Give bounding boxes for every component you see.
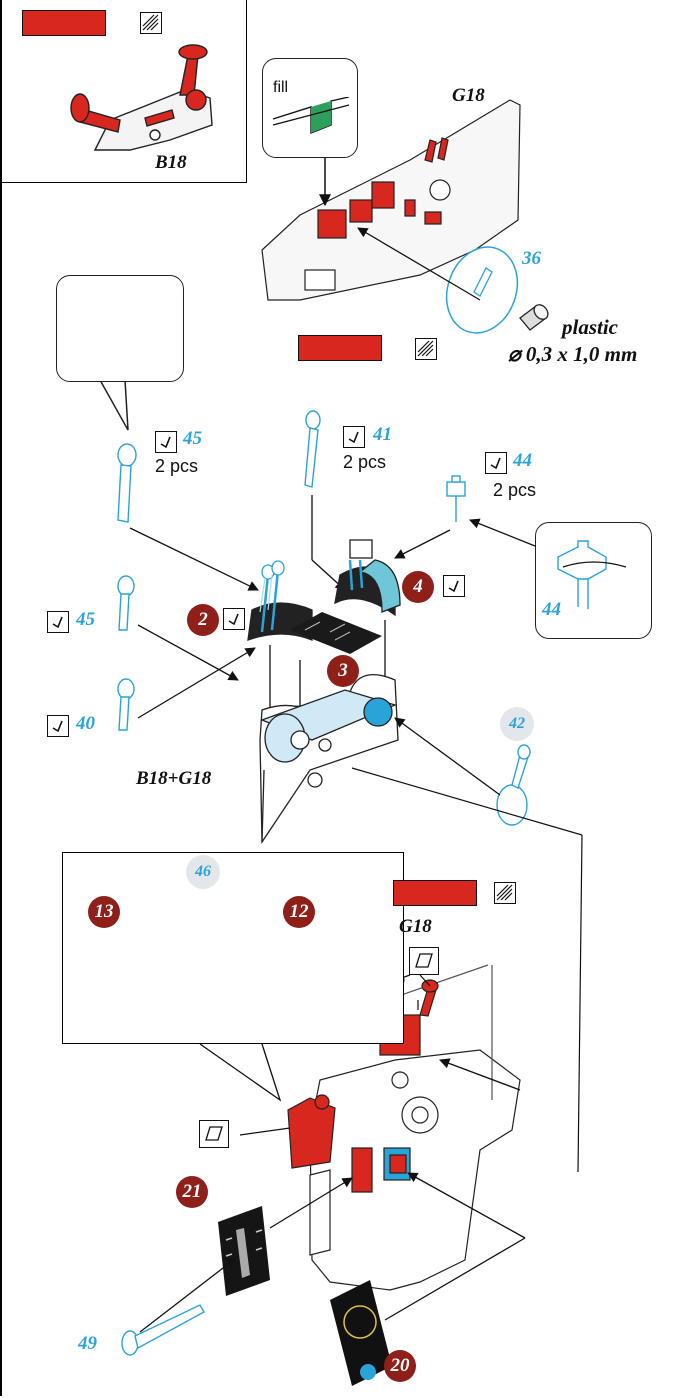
red-box-part <box>287 1094 336 1169</box>
decal-3-badge: 3 <box>327 655 359 687</box>
decal-callout-box <box>62 852 404 1044</box>
plastic-label: plastic <box>562 315 618 339</box>
decal-3-plate <box>290 612 382 654</box>
lever-44 <box>446 475 466 522</box>
part-45-side-label: 45 <box>76 609 95 630</box>
decal-21-plate <box>218 1206 270 1296</box>
part-44-detail-bubble: 44 <box>535 522 652 639</box>
lever-41 <box>304 410 321 488</box>
lever-detail-bubble <box>56 275 184 382</box>
part-49-knob <box>121 1304 205 1356</box>
lever-45-top <box>117 443 137 523</box>
lever-40 <box>117 678 135 731</box>
hatch-brush-icon <box>140 12 162 34</box>
part-44-sketch <box>557 540 627 609</box>
b18-g18-base <box>259 674 399 845</box>
part-42-badge: 42 <box>500 707 534 741</box>
decal-21-badge: 21 <box>176 1176 208 1208</box>
throttle-quadrant-4 <box>334 539 401 617</box>
glue-check-icon <box>47 611 69 633</box>
inset-panel-b18 <box>0 0 247 183</box>
glue-check-icon <box>343 426 365 448</box>
fill-callout-bubble: fill <box>262 58 358 158</box>
g18-top-label: G18 <box>452 85 485 106</box>
part-36-dial <box>357 227 519 334</box>
g18-panel-part <box>261 99 521 301</box>
fill-label: fill <box>273 79 289 96</box>
qty-44-label: 2 pcs <box>493 480 537 500</box>
glue-check-icon <box>47 715 69 737</box>
decal-4-badge: 4 <box>402 571 434 603</box>
hatch-brush-icon <box>415 338 437 360</box>
decal-20-gauge <box>330 1280 392 1386</box>
glue-check-icon <box>485 452 507 474</box>
part-40-label: 40 <box>76 713 95 734</box>
part-36-label: 36 <box>522 248 541 269</box>
decal-13-badge: 13 <box>88 896 120 928</box>
b18-label: B18 <box>155 152 187 173</box>
qty-41-label: 2 pcs <box>343 452 387 472</box>
lever-45-side <box>117 575 135 631</box>
part-44-label: 44 <box>513 450 532 471</box>
glue-check-icon <box>443 575 465 597</box>
b18-lever-part <box>70 44 213 151</box>
paint-swatch-icon <box>393 880 477 906</box>
b18-g18-label: B18+G18 <box>136 768 212 789</box>
part-46-badge: 46 <box>186 855 220 889</box>
part-42-lever <box>496 744 531 826</box>
fill-gap-icon <box>272 97 350 135</box>
rod-dimension-label: ⌀ 0,3 x 1,0 mm <box>508 342 638 366</box>
paint-swatch-icon <box>22 10 106 36</box>
paint-swatch-icon <box>298 335 382 361</box>
glue-check-icon <box>223 608 245 630</box>
g18-lower-label: G18 <box>399 916 432 937</box>
hatch-brush-icon <box>494 882 516 904</box>
decal-20-badge: 20 <box>384 1350 416 1382</box>
decal-12-badge: 12 <box>283 896 315 928</box>
cut-parallelogram-icon <box>199 1120 229 1148</box>
glue-check-icon <box>155 431 177 453</box>
qty-45-label: 2 pcs <box>155 456 199 476</box>
part-49-label: 49 <box>78 1333 97 1354</box>
part-44-callout-label: 44 <box>542 599 561 620</box>
part-41-label: 41 <box>373 424 392 445</box>
decal-2-badge: 2 <box>187 604 219 636</box>
cut-parallelogram-icon <box>409 947 439 975</box>
part-45-label: 45 <box>183 428 202 449</box>
plastic-rod-part <box>519 304 549 331</box>
